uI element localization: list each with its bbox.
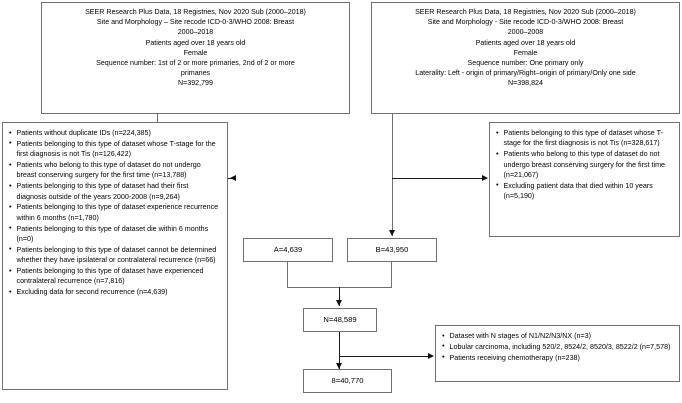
connector-right-source-to-b [392, 114, 393, 236]
result-a-label: A=4,639 [273, 245, 303, 254]
arrowhead-bottom-exclusion [428, 353, 434, 359]
list-item: Patients without duplicate IDs (n=224,38… [9, 128, 220, 139]
list-item: Patients belonging to this type of datas… [9, 223, 220, 245]
source-right-line-2: Site and Morphology - Site recode ICD-0-… [427, 18, 624, 27]
arrowhead-right-exclusion [482, 175, 488, 181]
source-right-line-5: Female [513, 48, 538, 57]
exclusion-bottom-right-list: Dataset with N stages of N1/N2/N3/NX (n=… [442, 331, 672, 363]
result-box-b: B=43,950 [347, 238, 437, 262]
source-left-line-4: Patients aged over 18 years old [145, 38, 246, 47]
arrowhead-n-to-final [336, 363, 342, 369]
connector-b-down [391, 262, 392, 287]
exclusion-box-right: Patients belonging to this type of datas… [489, 122, 680, 237]
arrowhead-merge-to-n [336, 300, 342, 306]
list-item: Excluding patient data that died within … [496, 180, 672, 202]
exclusion-right-list: Patients belonging to this type of datas… [496, 128, 672, 202]
list-item: Patients belonging to this type of datas… [9, 138, 220, 160]
list-item: Patients belonging to this type of datas… [9, 181, 220, 202]
list-item: Patients belonging to this type of datas… [9, 244, 220, 266]
source-left-line-1: SEER Research Plus Data, 18 Registries, … [85, 8, 306, 16]
arrowhead-left-exclusion [230, 175, 236, 181]
list-item: Patients receiving chemotherapy (n=238) [442, 352, 672, 363]
right-branch-segment [392, 178, 483, 179]
result-final-label: 8=40,770 [331, 376, 364, 385]
connector-merge-to-n [339, 287, 340, 306]
list-item: Patients who belong to this type of data… [496, 149, 672, 180]
list-item: Patients belonging to this type of datas… [9, 266, 220, 287]
source-box-right: SEER Research Plus Data, 18 Registries, … [371, 2, 680, 114]
connector-n-to-final [339, 332, 340, 369]
list-item: Dataset with N stages of N1/N2/N3/NX (n=… [442, 331, 672, 342]
result-b-label: B=43,950 [375, 245, 409, 254]
source-right-line-6: Sequence number: One primary only [467, 59, 584, 68]
source-left-line-7: primaries [180, 69, 211, 78]
source-right-line-1: SEER Research Plus Data, 18 Registries, … [415, 8, 636, 16]
arrowhead-right-source-to-b [389, 230, 395, 236]
exclusion-left-list: Patients without duplicate IDs (n=224,38… [9, 128, 220, 298]
source-left-line-8: N=392,799 [178, 79, 213, 88]
list-item: Lobular carcinoma, including 520/2, 8524… [442, 341, 672, 352]
exclusion-box-left: Patients without duplicate IDs (n=224,38… [2, 122, 228, 390]
source-left-line-3: 2000–2018 [177, 28, 214, 37]
source-left-line-5: Female [183, 48, 208, 57]
source-right-line-3: 2000–2008 [507, 28, 544, 37]
list-item: Patients belonging to this type of datas… [496, 128, 672, 149]
source-right-line-8: N=398,824 [508, 79, 543, 88]
exclusion-box-bottom-right: Dataset with N stages of N1/N2/N3/NX (n=… [435, 325, 680, 382]
source-right-line-4: Patients aged over 18 years old [475, 38, 576, 47]
result-box-a: A=4,639 [243, 238, 333, 262]
source-box-left: SEER Research Plus Data, 18 Registries, … [41, 2, 350, 114]
result-n-label: N=48,589 [323, 315, 357, 324]
connector-n-to-bottom-exclusion [339, 356, 429, 357]
list-item: Patients belonging to this type of datas… [9, 202, 220, 223]
source-right-line-7: Laterality: Left - origin of primary/Rig… [415, 69, 636, 78]
source-left-line-6: Sequence number: 1st of 2 or more primar… [96, 59, 295, 68]
result-box-final: 8=40,770 [303, 369, 392, 393]
list-item: Excluding data for second recurrence (n=… [9, 287, 220, 298]
connector-a-down [287, 262, 288, 287]
result-box-n: N=48,589 [303, 308, 377, 332]
list-item: Patients who belong to this type of data… [9, 160, 220, 181]
source-left-line-2: Site and Morphology – Site recode ICD-0-… [96, 18, 295, 27]
